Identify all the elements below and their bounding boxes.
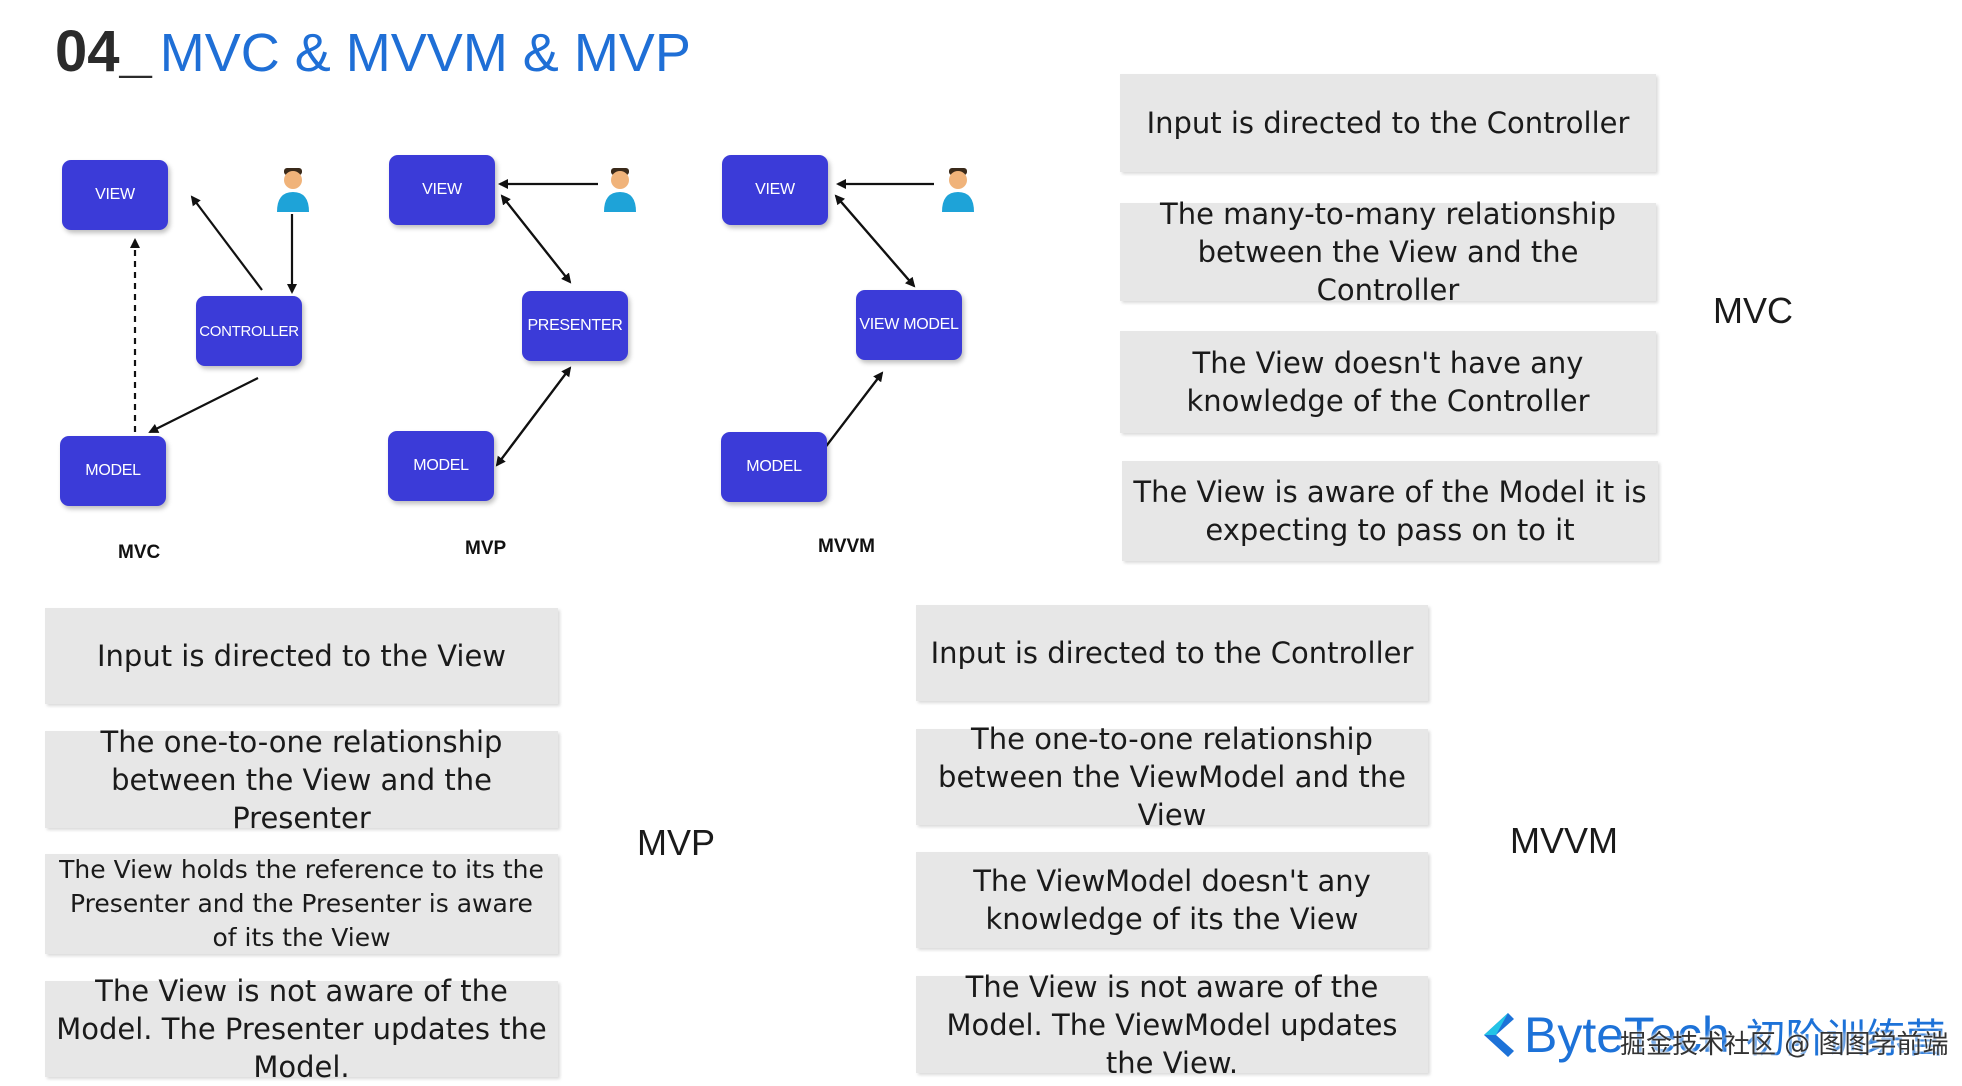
- page-title: 04 _ MVC & MVVM & MVP: [55, 18, 691, 88]
- mvp-view-box: VIEW: [389, 155, 495, 225]
- mvp-model-box: MODEL: [388, 431, 494, 501]
- brand-name: ByteTech: [1524, 1007, 1730, 1063]
- mvc-group-label: MVC: [1713, 290, 1793, 331]
- mvc-view-box: VIEW: [62, 160, 168, 230]
- mvvm-card-4: The View is not aware of the Model. The …: [916, 970, 1428, 1080]
- mvvm-viewmodel-box: VIEW MODEL: [856, 290, 962, 360]
- mvvm-group-label: MVVM: [1510, 820, 1618, 861]
- watermark-footnote: 掘金技术社区 @ 图图学前端: [1620, 1030, 1949, 1060]
- mvvm-card-2: The one-to-one relationship between the …: [916, 722, 1428, 832]
- brand-logo: ByteTech 初阶训练营: [1480, 1000, 1946, 1070]
- mvp-arrow-model-to-presenter: [496, 366, 572, 466]
- mvc-model-box: MODEL: [60, 436, 166, 506]
- person-icon: [938, 166, 978, 212]
- mvc-card-4: The View is aware of the Model it is exp…: [1122, 461, 1658, 561]
- mvp-arrow-presenter-to-view: [500, 194, 571, 283]
- mvc-controller-box: CONTROLLER: [196, 296, 302, 366]
- mvc-arrow-controller-to-view: [190, 195, 263, 291]
- mvvm-view-box: VIEW: [722, 155, 828, 225]
- mvc-diagram-caption: MVC: [118, 542, 161, 563]
- mvp-card-1: Input is directed to the View: [45, 608, 558, 704]
- mvp-card-2: The one-to-one relationship between the …: [45, 725, 558, 835]
- mvp-card-3: The View holds the reference to its the …: [45, 854, 558, 954]
- person-icon: [273, 166, 313, 212]
- mvp-group-label: MVP: [637, 822, 716, 863]
- mvvm-model-box: MODEL: [721, 432, 827, 502]
- section-title: MVC & MVVM & MVP: [159, 23, 691, 83]
- mvp-card-4: The View is not aware of the Model. The …: [45, 974, 558, 1084]
- mvvm-card-1: Input is directed to the Controller: [916, 605, 1428, 701]
- brand-camp: 初阶训练营: [1745, 1016, 1946, 1062]
- section-number: 04: [55, 19, 120, 84]
- title-separator: _: [119, 19, 152, 84]
- mvp-diagram-caption: MVP: [465, 538, 507, 559]
- mvp-presenter-box: PRESENTER: [522, 291, 628, 361]
- mvvm-diagram-caption: MVVM: [818, 536, 875, 557]
- mvvm-arrow-viewmodel-to-view: [834, 194, 915, 287]
- mvc-arrow-controller-to-model: [148, 377, 259, 433]
- bytetech-logo-icon: [1480, 1011, 1514, 1059]
- mvc-card-2: The many-to-many relationship between th…: [1120, 197, 1656, 307]
- mvvm-card-3: The ViewModel doesn't any knowledge of i…: [916, 852, 1428, 948]
- mvc-card-3: The View doesn't have any knowledge of t…: [1120, 331, 1656, 433]
- person-icon: [600, 166, 640, 212]
- mvc-card-1: Input is directed to the Controller: [1120, 74, 1656, 172]
